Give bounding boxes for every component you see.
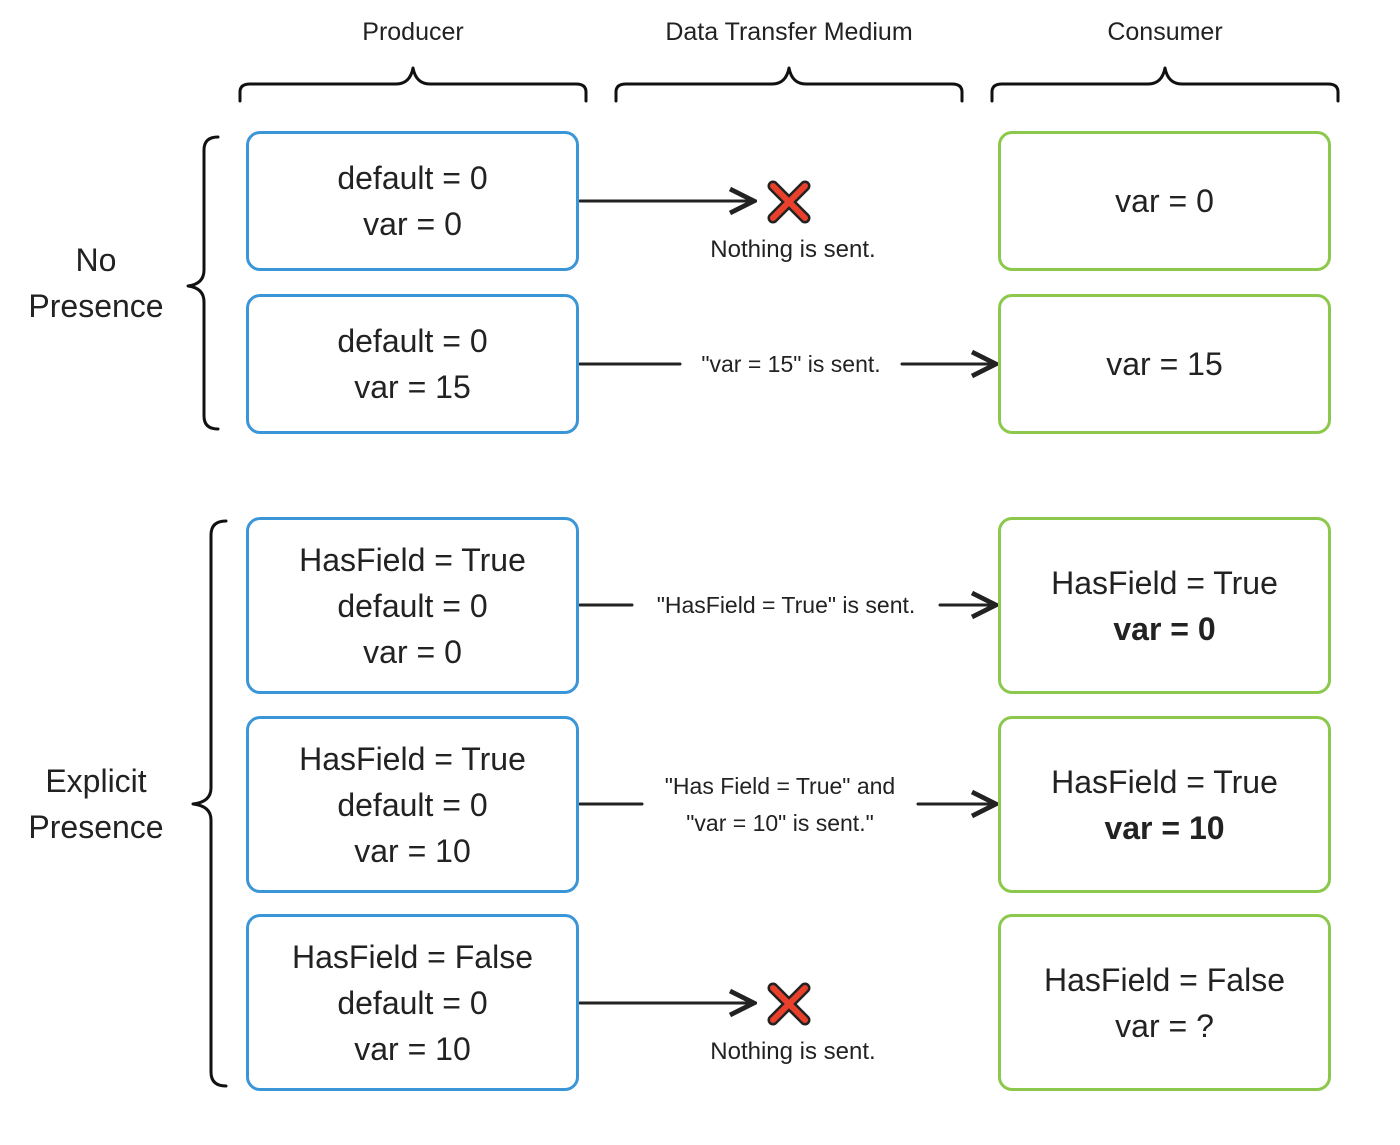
producer-line: var = 10: [354, 832, 471, 869]
consumer-box-row1: var = 0: [998, 131, 1331, 271]
x-mark-icon: [767, 982, 811, 1026]
consumer-brace: [990, 66, 1340, 103]
medium-brace: [614, 66, 964, 103]
consumer-line: var = ?: [1115, 1007, 1214, 1044]
transfer-message: "Has Field = True" and "var = 10" is sen…: [644, 768, 916, 842]
consumer-line: var = 0: [1115, 183, 1214, 219]
producer-box-row2: default = 0 var = 15: [246, 294, 579, 434]
producer-box-row3: HasField = True default = 0 var = 0: [246, 517, 579, 694]
explicit-presence-brace: [191, 519, 228, 1088]
column-header-consumer: Consumer: [1107, 18, 1223, 46]
transfer-message: "HasField = True" is sent.: [634, 587, 938, 624]
group-label-line: No: [75, 242, 117, 278]
group-label-line: Presence: [28, 288, 164, 324]
not-sent-note: Nothing is sent.: [710, 1038, 876, 1065]
column-header-medium: Data Transfer Medium: [665, 18, 913, 46]
producer-line: var = 15: [354, 369, 471, 405]
producer-line: HasField = True: [299, 541, 526, 578]
producer-line: var = 10: [354, 1030, 471, 1067]
consumer-line: var = 15: [1106, 346, 1223, 382]
consumer-box-row2: var = 15: [998, 294, 1331, 434]
transfer-message-line: "Has Field = True" and: [664, 773, 896, 799]
producer-line: default = 0: [337, 160, 488, 196]
group-label-line: Explicit: [45, 763, 147, 799]
consumer-line-bold: var = 10: [1104, 809, 1225, 846]
consumer-box-row5: HasField = False var = ?: [998, 914, 1331, 1091]
producer-line: default = 0: [337, 984, 488, 1021]
producer-line: var = 0: [363, 633, 462, 670]
transfer-message: "var = 15" is sent.: [682, 346, 900, 383]
column-header-producer: Producer: [362, 18, 464, 46]
not-sent-note: Nothing is sent.: [710, 236, 876, 263]
group-label-explicit-presence: Explicit Presence: [0, 758, 192, 850]
producer-line: var = 0: [363, 206, 462, 242]
producer-line: HasField = True: [299, 740, 526, 777]
consumer-line: HasField = True: [1051, 564, 1278, 601]
producer-brace: [238, 66, 588, 103]
producer-box-row5: HasField = False default = 0 var = 10: [246, 914, 579, 1091]
group-label-no-presence: No Presence: [0, 237, 192, 329]
consumer-line: HasField = True: [1051, 763, 1278, 800]
transfer-message-line: "var = 10" is sent.": [686, 810, 874, 836]
group-label-line: Presence: [28, 809, 164, 845]
producer-line: HasField = False: [292, 938, 533, 975]
producer-line: default = 0: [337, 786, 488, 823]
producer-box-row1: default = 0 var = 0: [246, 131, 579, 271]
consumer-line: HasField = False: [1044, 961, 1285, 998]
producer-line: default = 0: [337, 587, 488, 624]
consumer-box-row3: HasField = True var = 0: [998, 517, 1331, 694]
no-presence-brace: [186, 135, 220, 431]
producer-line: default = 0: [337, 323, 488, 359]
consumer-box-row4: HasField = True var = 10: [998, 716, 1331, 893]
x-mark-icon: [767, 180, 811, 224]
producer-box-row4: HasField = True default = 0 var = 10: [246, 716, 579, 893]
consumer-line-bold: var = 0: [1113, 610, 1216, 647]
